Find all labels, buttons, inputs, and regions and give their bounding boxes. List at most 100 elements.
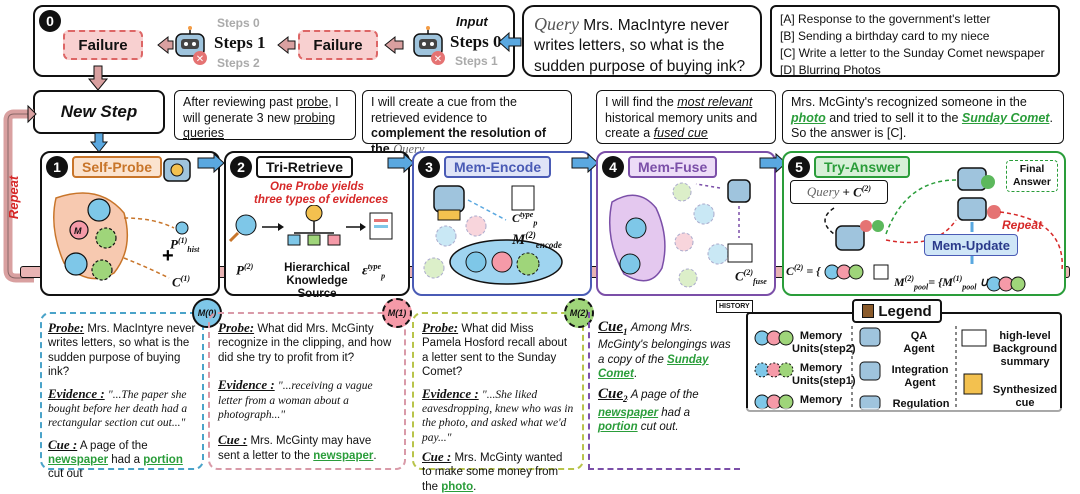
stage3-to-4-arrow (571, 152, 599, 174)
stage5-c2-eq: C(2) = { (786, 263, 821, 278)
cf-letter: C (735, 268, 744, 284)
bubble1-text-b: probe (296, 95, 329, 109)
bubble3-text-c: historical memory units and create a (605, 110, 758, 141)
bubble3-text-d: fused cue (653, 126, 708, 141)
card-2: Probe: What did Mrs. McGinty recognize i… (208, 312, 406, 470)
options-box: [A] Response to the government's letter … (770, 5, 1060, 77)
bubble4-text-b: photo (791, 110, 826, 125)
card1-cue-label: Cue : (48, 436, 78, 452)
stage3-mem-encode: 3 Mem-Encode (412, 151, 592, 296)
final-answer-box: Final Answer (1006, 160, 1058, 192)
cp-sup: type (520, 210, 534, 219)
card1-ev-label: Evidence : (48, 385, 105, 401)
legend-hl1: high-level (999, 330, 1051, 342)
stage1-robot-icon (163, 158, 191, 182)
bubble2-text-a: I will create a cue from the retrieved e… (371, 95, 517, 125)
failure-label-a: Failure (78, 36, 128, 54)
c1-sup: (1) (180, 274, 190, 283)
card1-probe: Probe: Mrs. MacIntyre never writes lette… (48, 320, 196, 380)
newstep-down-arrow (89, 132, 109, 153)
card4-cue2-a: A page of the (630, 389, 699, 402)
bubble1-text-c: , I will generate 3 new (183, 95, 339, 125)
card4-cue2-sub: 2 (623, 394, 628, 405)
card2-cue-b: newspaper (313, 449, 374, 462)
legend-qa2: Agent (903, 343, 935, 356)
stage5-mpool: M(2)pool= {M(1)pool ∪ (894, 274, 989, 292)
card1-cue: Cue : A page of the newspaper had a port… (48, 437, 196, 482)
bubble4-text-c: and tried to sell it to the (825, 110, 962, 125)
stage1-title: Self-Probe (72, 156, 163, 178)
option-c: [C] Write a letter to the Sunday Comet n… (780, 46, 1045, 61)
legend-hl: high-level Background summary (990, 330, 1060, 370)
legend-hl3: summary (1000, 356, 1050, 369)
badge-m1: M(1) (382, 298, 412, 328)
stage4-to-5-arrow (759, 152, 787, 174)
steps2-gray-a: Steps 2 (217, 56, 260, 70)
p2-sup: (2) (243, 262, 254, 271)
card3-probe-label: Probe: (422, 320, 459, 335)
stage2-number: 2 (230, 156, 252, 178)
stage2-eps: εtypep (362, 262, 385, 280)
p-hist-sup: (1) (177, 236, 188, 245)
s5-query: Query (806, 184, 840, 199)
svg-text:+: + (162, 245, 174, 267)
failure-to-newstep-arrow (87, 65, 109, 91)
card3-cue-b: photo (441, 480, 474, 493)
card2-ev-label: Evidence : (218, 377, 275, 393)
card4-cue1-label: Cue1 (598, 319, 628, 337)
mpool-sub: pool (914, 282, 929, 292)
bubble1-text-d: probing queries (183, 110, 336, 141)
legend-syn2: cue (1015, 397, 1035, 410)
history-icon: HISTORY (716, 300, 753, 313)
stage3-illustration (423, 185, 563, 285)
stage5-title: Try-Answer (814, 156, 911, 178)
s5-plus-c-sup: (2) (861, 183, 872, 193)
stage3-number: 3 (418, 156, 440, 178)
repeat-loop (3, 104, 37, 283)
eps-sub: p (381, 271, 386, 281)
mpool-eq-sup: (1) (952, 274, 963, 283)
option-a: [A] Response to the government's letter (780, 12, 991, 26)
bubble3-text-b: most relevant (677, 95, 753, 109)
bubble1-text-a: After reviewing past (183, 95, 297, 109)
cf-sub: fuse (753, 276, 767, 286)
failure-box-a: Failure (63, 30, 143, 60)
mem-update-label: Mem-Update (931, 237, 1010, 253)
bubble-mem-encode: I will create a cue from the retrieved e… (362, 90, 572, 156)
p-hist-sub: hist (187, 244, 200, 254)
legend-int2: Agent (904, 377, 936, 390)
query-label: Query (534, 14, 579, 34)
card1-probe-label: Probe: (48, 320, 85, 335)
stage4-cf: C(2)fuse (735, 268, 767, 286)
card4-cue2-b: newspaper (598, 406, 659, 419)
legend-mu2: Memory Units(step2) (792, 330, 856, 356)
eps-letter: ε (362, 263, 368, 279)
step-number-0: 0 (39, 10, 61, 32)
s5-plus-c-text: + C (842, 184, 862, 200)
bubble4-text-d: Sunday Comet (961, 110, 1050, 125)
robot-fail-icon-a: ✕ (175, 26, 207, 65)
card4-cue1-a: Among Mrs. McGinty's belongings was a co… (598, 322, 731, 366)
card-3: Probe: What did Miss Pamela Hosford reca… (412, 312, 584, 493)
new-step-box: New Step (33, 90, 165, 134)
card3-probe: Probe: What did Miss Pamela Hosford reca… (422, 320, 574, 380)
card4-cue2-word: Cue (598, 386, 624, 403)
badge-m0: M(0) (192, 298, 222, 328)
bubble4-text-a: Mrs. McGinty's recognized someone in the (791, 95, 1027, 109)
new-step-label: New Step (60, 102, 138, 121)
stage2-p2: P(2) (236, 262, 253, 278)
legend-swatches (754, 326, 987, 410)
svg-text:M: M (74, 226, 82, 236)
bubble3-text-a: I will find the (605, 95, 678, 109)
robot-fail-icon-b: ✕ (413, 26, 445, 65)
menc-sup: (2) (525, 230, 536, 240)
query-box: Query Mrs. MacIntyre never writes letter… (522, 5, 762, 77)
cp-sub: p (533, 218, 538, 228)
stage3-title: Mem-Encode (444, 156, 552, 178)
card1-cue-c: had a (108, 454, 144, 466)
card2-probe: Probe: What did Mrs. McGinty recognize i… (218, 320, 396, 365)
card3-probe-text: What did Miss Pamela Hosford recall abou… (422, 323, 568, 379)
card3-ev-text: "...She liked eavesdropping, knew who wa… (422, 388, 574, 444)
stage5-repeat: Repeat (1002, 218, 1043, 232)
card4-cue2-label: Cue2 (598, 386, 628, 405)
